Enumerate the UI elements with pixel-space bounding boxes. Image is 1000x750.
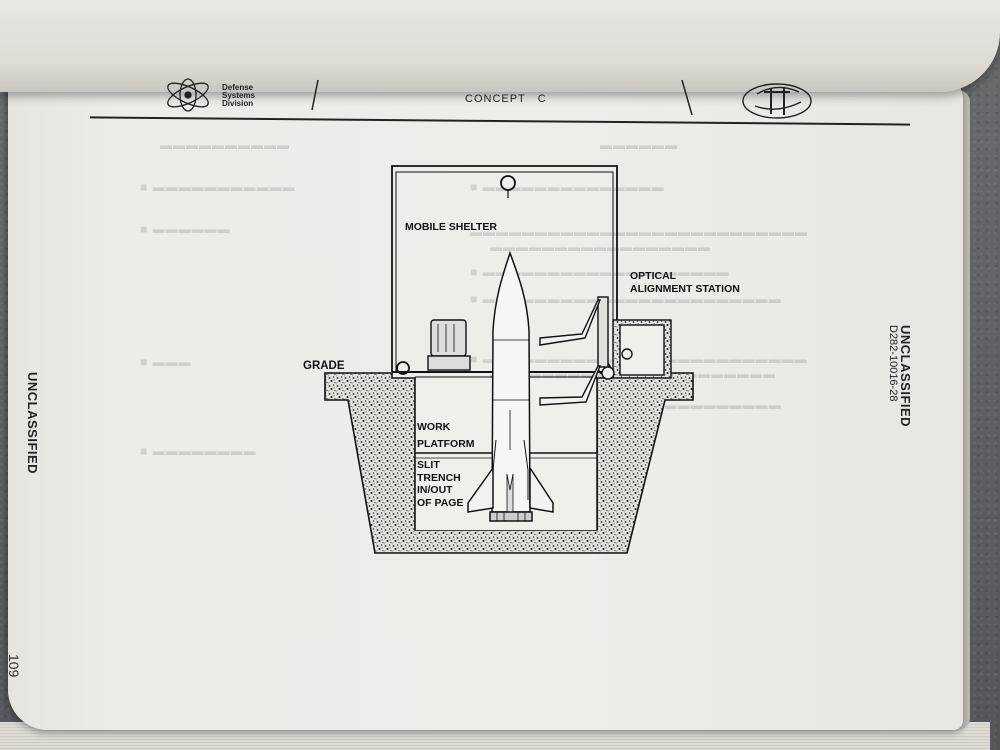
show-through-text: ▬▬▬▬▬▬▬▬▬▬▬▬▬▬▬▬▬▬▬▬▬▬▬▬▬▬ bbox=[470, 225, 808, 239]
show-through-text: ■ ▬▬▬ bbox=[140, 355, 192, 369]
header-separator bbox=[311, 79, 319, 111]
label-slit-line-1: SLIT bbox=[417, 459, 440, 471]
concept-title: CONCEPT C bbox=[465, 93, 547, 105]
label-slit-line-2: TRENCH bbox=[417, 471, 461, 484]
concept-label: CONCEPT bbox=[465, 93, 526, 105]
show-through-text: ■ ▬▬▬▬▬▬▬▬▬▬▬▬▬▬▬▬▬▬▬ bbox=[470, 265, 730, 279]
concept-letter: C bbox=[537, 93, 547, 105]
optical-alignment-station bbox=[539, 296, 672, 406]
show-through-text: ▬▬▬▬▬▬▬▬▬▬ bbox=[160, 138, 290, 152]
label-slit-trench: SLIT TRENCH IN/OUT OF PAGE bbox=[417, 459, 463, 509]
atom-logo-icon bbox=[167, 78, 209, 112]
division-line-3: Division bbox=[222, 99, 254, 108]
globe-logo-icon bbox=[742, 83, 812, 119]
label-grade: GRADE bbox=[303, 360, 345, 372]
show-through-text: ▬▬▬▬▬▬ bbox=[600, 138, 678, 152]
show-through-text: ■ ▬▬▬▬▬▬▬▬ bbox=[140, 444, 257, 458]
label-slit-line-4: OF PAGE bbox=[417, 496, 464, 509]
missile bbox=[467, 250, 554, 522]
label-optical-alignment: OPTICAL ALIGNMENT STATION bbox=[630, 270, 740, 296]
label-work-line-1: WORK bbox=[417, 421, 451, 433]
division-name: Defense Systems Division bbox=[222, 84, 255, 108]
show-through-text: ▬▬▬▬▬▬▬▬▬▬▬▬▬▬▬▬▬ bbox=[490, 240, 711, 254]
label-optical-line-2: ALIGNMENT STATION bbox=[630, 283, 740, 295]
label-work-line-2: PLATFORM bbox=[417, 438, 475, 450]
show-through-text: ■ ▬▬▬▬▬▬▬▬▬▬▬▬▬▬ bbox=[470, 180, 665, 194]
header-separator bbox=[681, 79, 693, 116]
show-through-text: ■ ▬▬▬▬▬▬ bbox=[140, 222, 231, 236]
label-mobile-shelter: MOBILE SHELTER bbox=[405, 221, 497, 233]
show-through-text: ■ ▬▬▬▬▬▬▬▬▬▬▬ bbox=[140, 180, 296, 194]
division-line-2: Systems bbox=[222, 91, 255, 100]
division-line-1: Defense bbox=[222, 83, 254, 92]
overhanging-page bbox=[0, 0, 1000, 92]
label-work-platform: WORK PLATFORM bbox=[417, 421, 475, 451]
label-optical-line-1: OPTICAL bbox=[630, 270, 677, 282]
equipment-unit bbox=[427, 319, 471, 371]
show-through-text: ■ ▬▬▬▬▬▬▬▬▬▬▬▬▬▬▬▬▬▬▬▬▬▬▬ bbox=[470, 292, 782, 306]
label-slit-line-3: IN/OUT bbox=[417, 484, 453, 496]
